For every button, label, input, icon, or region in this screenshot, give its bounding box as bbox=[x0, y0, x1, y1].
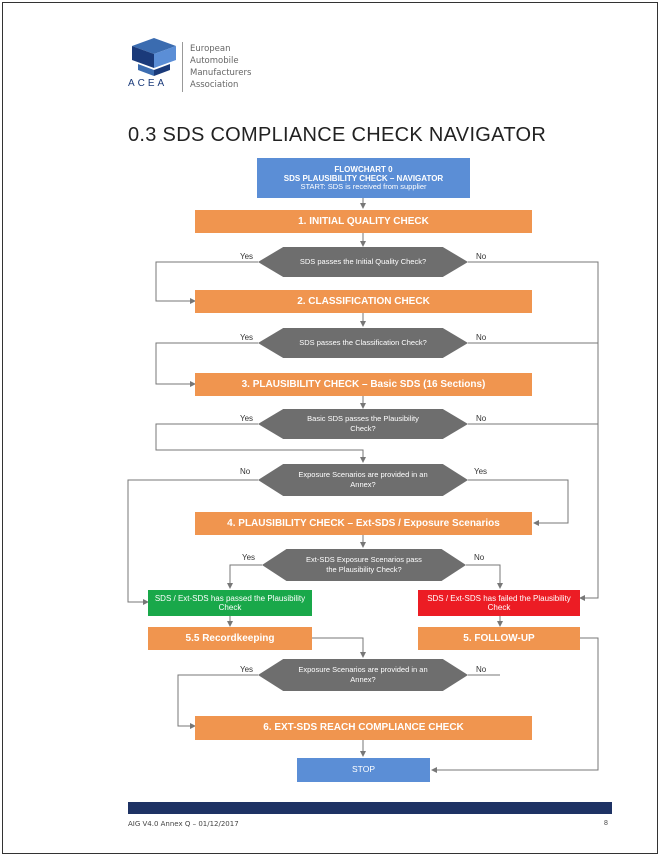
label-no: No bbox=[476, 414, 487, 423]
decision-exposure-annex-2: Exposure Scenarios are provided in an An… bbox=[258, 659, 468, 691]
decision-basic-plausibility: Basic SDS passes the Plausibility Check? bbox=[258, 409, 468, 439]
label-no: No bbox=[476, 333, 487, 342]
label-no: No bbox=[476, 252, 487, 261]
step-plausibility-basic: 3. PLAUSIBILITY CHECK – Basic SDS (16 Se… bbox=[195, 373, 532, 396]
label-yes: Yes bbox=[242, 553, 256, 562]
footer-doc-ref: AIG V4.0 Annex Q – 01/12/2017 bbox=[128, 820, 239, 828]
org-name-line: European bbox=[190, 44, 231, 54]
outcome-failed: SDS / Ext-SDS has failed the Plausibilit… bbox=[418, 590, 580, 616]
label-yes: Yes bbox=[240, 665, 254, 674]
footer-page-number: 8 bbox=[604, 820, 608, 827]
label-yes: Yes bbox=[240, 414, 254, 423]
decision-ext-plausibility: Ext-SDS Exposure Scenarios pass the Plau… bbox=[262, 549, 466, 581]
org-name-line: Association bbox=[190, 80, 239, 90]
step-plausibility-ext: 4. PLAUSIBILITY CHECK – Ext-SDS / Exposu… bbox=[195, 512, 532, 535]
flowchart-header-start: START: SDS is received from supplier bbox=[300, 181, 427, 191]
step-classification-check: 2. CLASSIFICATION CHECK bbox=[195, 290, 532, 313]
step-follow-up: 5. FOLLOW-UP bbox=[418, 627, 580, 650]
org-name-line: Manufacturers bbox=[190, 68, 252, 78]
acea-logo-icon bbox=[132, 38, 176, 76]
label-yes: Yes bbox=[474, 467, 488, 476]
flowchart-header: FLOWCHART 0 SDS PLAUSIBILITY CHECK – NAV… bbox=[257, 158, 470, 198]
label-yes: Yes bbox=[240, 252, 254, 261]
step-stop: STOP bbox=[297, 758, 430, 782]
decision-initial-quality: SDS passes the Initial Quality Check? bbox=[258, 247, 468, 277]
flowchart-header-title: FLOWCHART 0 bbox=[334, 164, 393, 174]
footer-bar bbox=[128, 802, 612, 814]
step-ext-sds-reach: 6. EXT-SDS REACH COMPLIANCE CHECK bbox=[195, 716, 532, 740]
decision-exposure-annex: Exposure Scenarios are provided in an An… bbox=[258, 464, 468, 496]
logo-abbr: ACEA bbox=[128, 78, 168, 89]
decision-classification: SDS passes the Classification Check? bbox=[258, 328, 468, 358]
logo-separator bbox=[182, 42, 183, 92]
label-yes: Yes bbox=[240, 333, 254, 342]
page-title: 0.3 SDS COMPLIANCE CHECK NAVIGATOR bbox=[128, 124, 547, 146]
label-no: No bbox=[476, 665, 487, 674]
label-no: No bbox=[474, 553, 485, 562]
org-name-line: Automobile bbox=[190, 56, 239, 66]
step-recordkeeping: 5.5 Recordkeeping bbox=[148, 627, 312, 650]
step-initial-quality-check: 1. INITIAL QUALITY CHECK bbox=[195, 210, 532, 233]
outcome-passed: SDS / Ext-SDS has passed the Plausibilit… bbox=[148, 590, 312, 616]
flowchart-header-subtitle: SDS PLAUSIBILITY CHECK – NAVIGATOR bbox=[283, 173, 444, 183]
label-no: No bbox=[240, 467, 251, 476]
